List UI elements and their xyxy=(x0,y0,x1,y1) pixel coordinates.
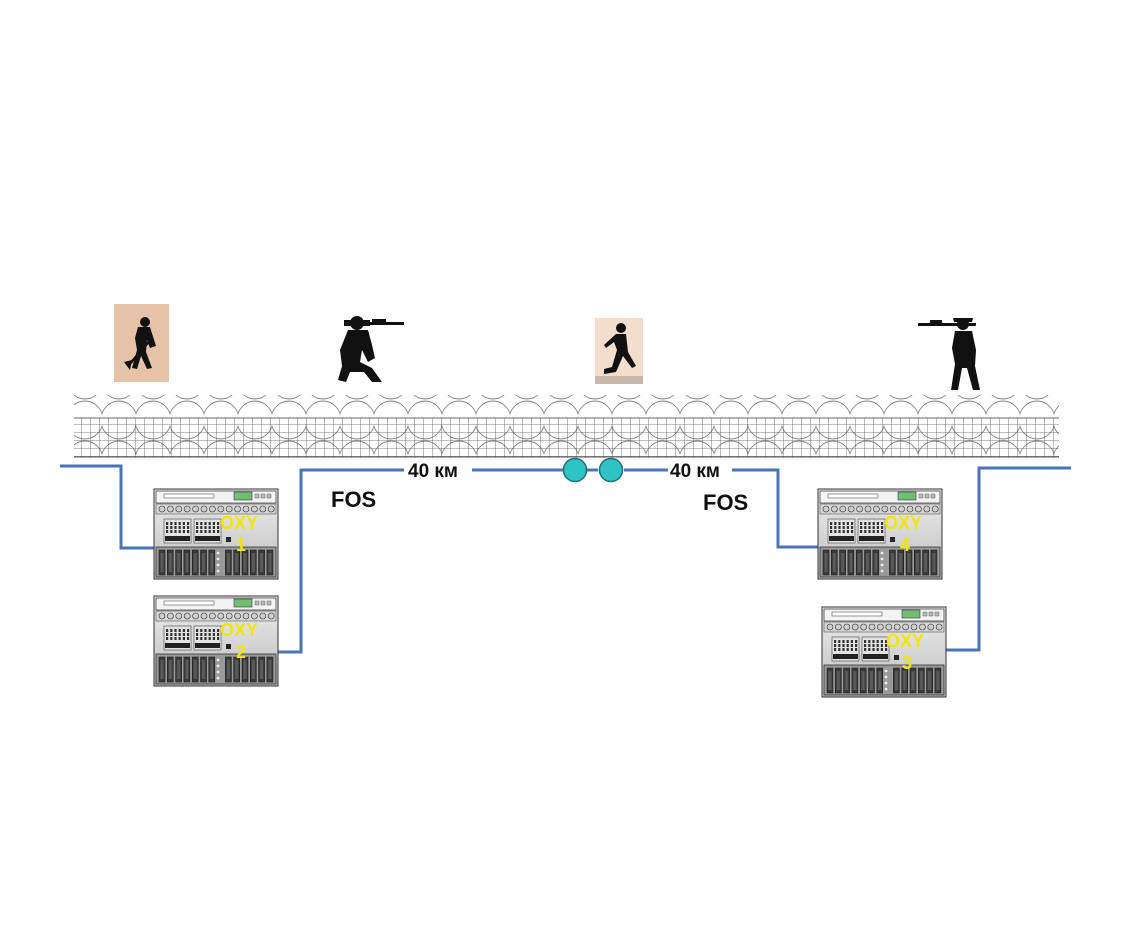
rack-oxy-4: OXY 4 xyxy=(817,488,943,580)
span-label-right: 40 км xyxy=(670,461,720,482)
digger-figure xyxy=(114,304,169,382)
rack-label-line1: OXY xyxy=(884,513,922,533)
rack-oxy-3: OXY 3 xyxy=(821,606,947,698)
fos-label-left: FOS xyxy=(331,487,376,512)
splice-point-left xyxy=(562,457,588,483)
fiber-line xyxy=(60,464,1071,654)
rack-oxy-2: OXY 2 xyxy=(153,595,279,687)
rack-label-line1: OXY xyxy=(220,620,258,640)
fos-label-right: FOS xyxy=(703,490,748,515)
rack-label-line1: OXY xyxy=(886,631,924,651)
span-label-left: 40 км xyxy=(408,461,458,482)
rack-oxy-1: OXY 1 xyxy=(153,488,279,580)
rack-label-line1: OXY xyxy=(220,513,258,533)
kneeling-shooter-figure xyxy=(338,316,404,382)
rack-label-line2: 4 xyxy=(900,535,910,555)
fence xyxy=(74,395,1059,458)
splice-point-right xyxy=(598,457,624,483)
rack-label-line2: 2 xyxy=(236,642,246,662)
rack-label-line2: 1 xyxy=(236,535,246,555)
standing-shooter-figure xyxy=(918,318,980,390)
rack-label-line2: 3 xyxy=(902,653,912,673)
runner-figure xyxy=(595,318,643,384)
